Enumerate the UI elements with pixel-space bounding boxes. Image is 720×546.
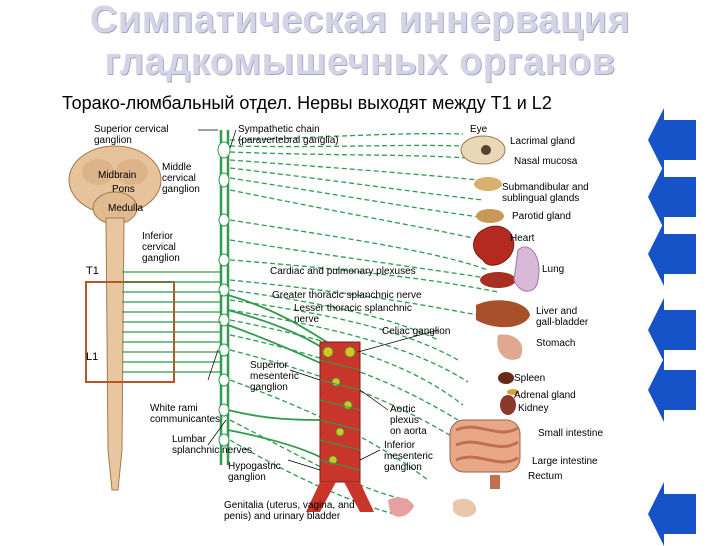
label-celiac: Celiac ganglion — [382, 326, 450, 337]
label-submandibular: Submandibular and — [502, 182, 589, 193]
label-lumbar-2: splanchnic nerves — [172, 445, 252, 456]
label-aortic: Aortic — [390, 404, 416, 415]
label-liver: Liver and — [536, 306, 577, 317]
label-l1: L1 — [86, 351, 98, 363]
label-heart: Heart — [510, 233, 535, 244]
subtitle: Торако-люмбальный отдел. Нервы выходят м… — [62, 93, 552, 113]
label-superior-mesenteric-2: mesenteric — [250, 371, 299, 382]
label-superior-mesenteric: Superior — [250, 360, 288, 371]
label-eye: Eye — [470, 124, 488, 135]
label-inferior-cervical-2: cervical — [142, 242, 176, 253]
arrow-left-icon — [648, 298, 696, 362]
label-parotid: Parotid gland — [512, 211, 571, 222]
sympathetic-innervation-diagram: Superior cervical ganglion Sympathetic c… — [58, 120, 636, 540]
arrow-left-icon — [648, 108, 696, 172]
label-inferior-cervical-3: ganglion — [142, 253, 180, 264]
label-greater-thoracic: Greater thoracic splanchnic nerve — [272, 290, 422, 301]
label-hypogastric-2: ganglion — [228, 472, 266, 483]
arrow-left-icon — [648, 165, 696, 229]
diagram-labels: Superior cervical ganglion Sympathetic c… — [86, 124, 603, 522]
label-aortic-2: plexus — [390, 415, 419, 426]
label-sympathetic-chain-2: (paravertebral ganglia) — [238, 135, 339, 146]
label-superior-cervical-2: ganglion — [94, 135, 132, 146]
label-large-intestine: Large intestine — [532, 456, 598, 467]
label-lesser-thoracic-2: nerve — [294, 314, 319, 325]
label-inferior-mesenteric: Inferior — [384, 440, 416, 451]
label-kidney: Kidney — [518, 403, 549, 414]
arrow-left-icon — [648, 482, 696, 546]
label-genitalia: Genitalia (uterus, vagina, and — [224, 500, 355, 511]
label-cardiac-plexuses: Cardiac and pulmonary plexuses — [270, 266, 416, 277]
label-nasal: Nasal mucosa — [514, 156, 578, 167]
label-inferior-mesenteric-2: mesenteric — [384, 451, 433, 462]
white-rami — [122, 271, 221, 373]
title-line-2: гладкомышечных органов — [104, 41, 616, 83]
label-submandibular-2: sublingual glands — [502, 193, 579, 204]
label-lesser-thoracic: Lesser thoracic splanchnic — [294, 303, 412, 314]
brain-and-spinal-cord — [68, 145, 162, 491]
label-inferior-cervical: Inferior — [142, 231, 174, 242]
label-hypogastric: Hypogastric — [228, 461, 281, 472]
label-medulla: Medulla — [108, 203, 143, 214]
label-lung: Lung — [542, 264, 564, 275]
label-superior-mesenteric-3: ganglion — [250, 382, 288, 393]
label-small-intestine: Small intestine — [538, 428, 603, 439]
label-adrenal: Adrenal gland — [514, 390, 576, 401]
label-sympathetic-chain: Sympathetic chain — [238, 124, 320, 135]
label-rectum: Rectum — [528, 471, 562, 482]
title-line-1: Симпатическая иннервация — [89, 0, 631, 41]
label-white-rami: White rami — [150, 403, 198, 414]
arrow-left-icon — [648, 358, 696, 422]
label-stomach: Stomach — [536, 338, 575, 349]
label-genitalia-2: penis) and urinary bladder — [224, 511, 341, 522]
label-inferior-mesenteric-3: ganglion — [384, 462, 422, 473]
label-superior-cervical: Superior cervical — [94, 124, 168, 135]
label-lacrimal: Lacrimal gland — [510, 136, 575, 147]
label-middle-cervical: Middle — [162, 162, 192, 173]
label-white-rami-2: communicantes — [150, 414, 220, 425]
label-spleen: Spleen — [514, 373, 545, 384]
leader-lines — [198, 129, 439, 471]
sympathetic-chain — [217, 130, 231, 465]
label-lumbar: Lumbar — [172, 434, 207, 445]
organ-illustrations — [388, 135, 540, 518]
label-liver-2: gall-bladder — [536, 317, 589, 328]
arrow-left-icon — [648, 222, 696, 286]
label-middle-cervical-2: cervical — [162, 173, 196, 184]
aorta — [306, 341, 374, 512]
label-midbrain: Midbrain — [98, 170, 136, 181]
label-middle-cervical-3: ganglion — [162, 184, 200, 195]
label-aortic-3: on aorta — [390, 426, 427, 437]
label-t1: T1 — [86, 265, 99, 277]
label-pons: Pons — [112, 184, 135, 195]
